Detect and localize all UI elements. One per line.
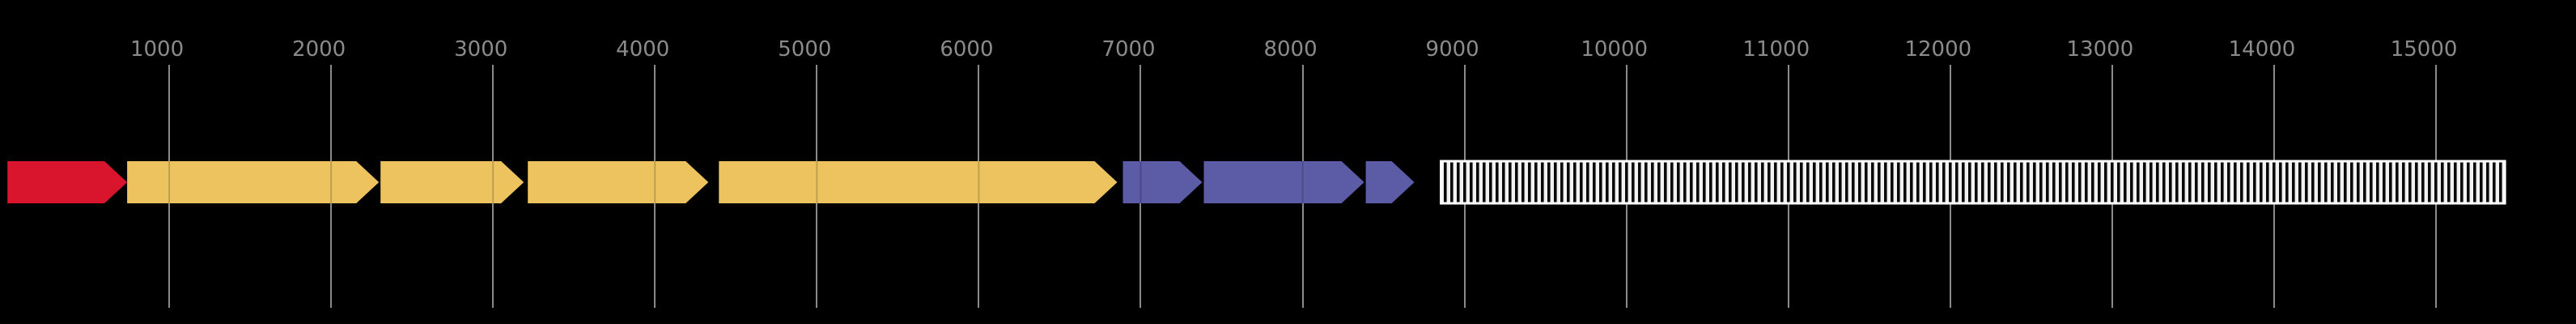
- gene-arrow-feature-6: [1123, 161, 1203, 203]
- gene-arrow-feature-2: [127, 161, 379, 203]
- gene-arrow-feature-8: [1366, 161, 1415, 203]
- gene-arrow-feature-5: [719, 161, 1117, 203]
- gene-arrow-feature-1: [7, 161, 127, 203]
- gene-arrow-feature-3: [380, 161, 524, 203]
- hatched-region: [1441, 161, 2506, 203]
- gene-arrow-feature-4: [528, 161, 708, 203]
- gene-arrow-feature-7: [1204, 161, 1364, 203]
